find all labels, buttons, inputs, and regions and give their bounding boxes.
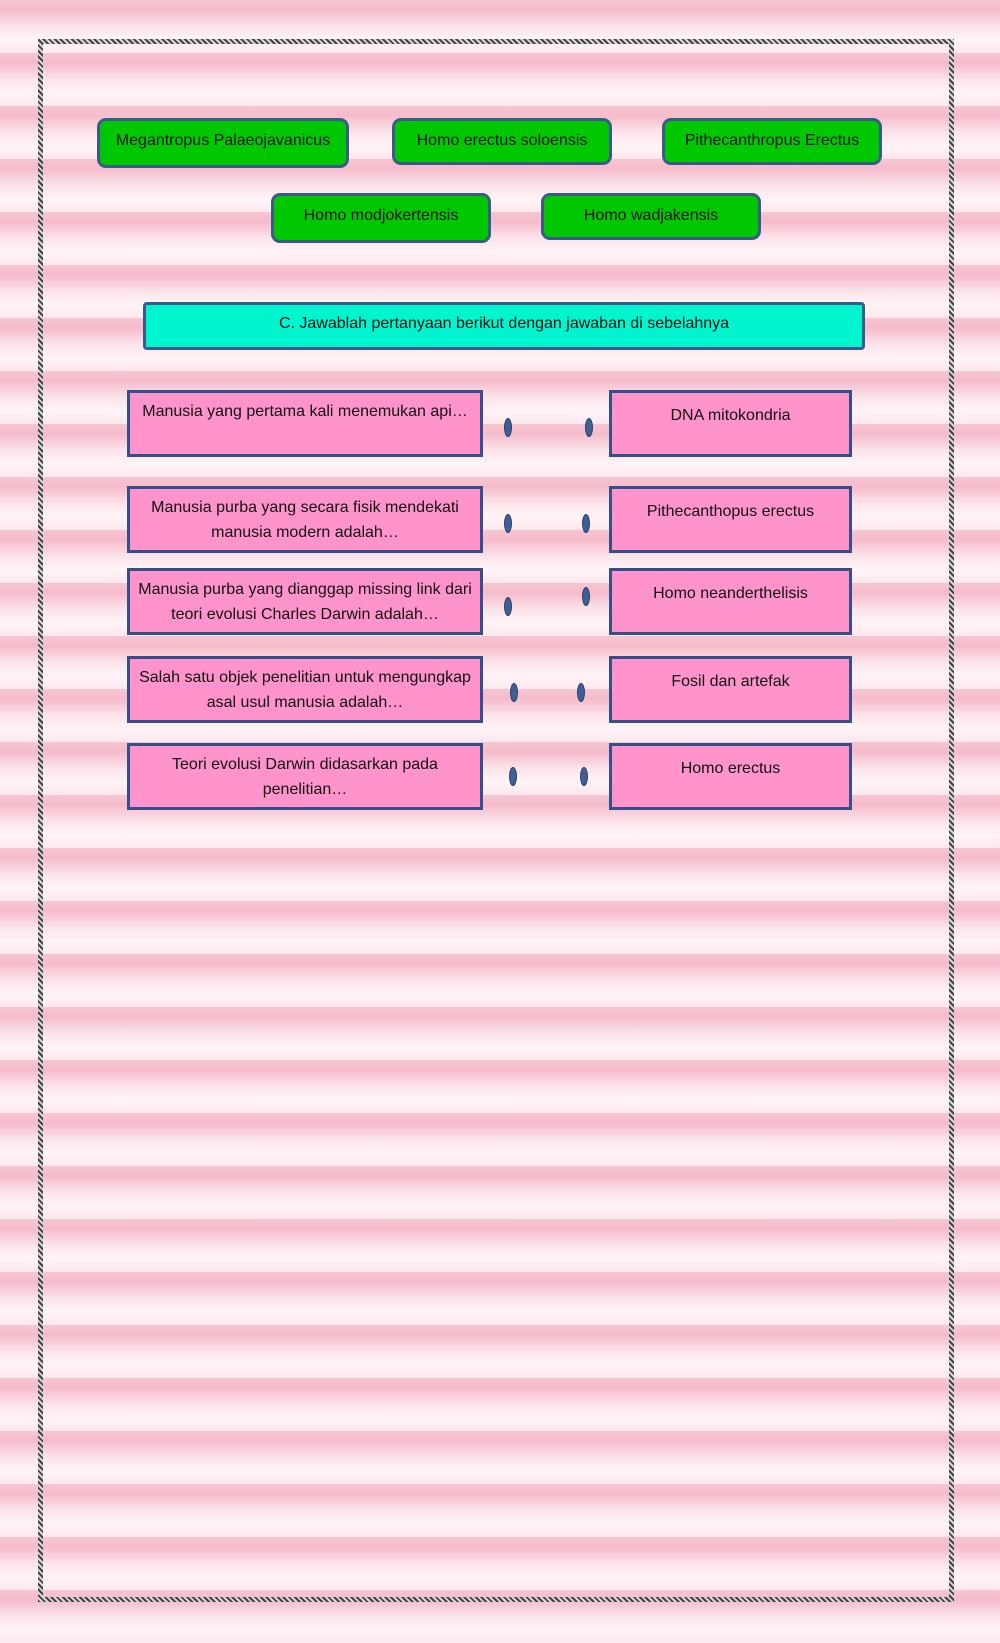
answer-1-connector[interactable] bbox=[585, 418, 593, 437]
question-4-connector[interactable] bbox=[510, 683, 518, 702]
option-homo-erectus-soloensis[interactable]: Homo erectus soloensis bbox=[392, 118, 612, 165]
instruction-banner: C. Jawablah pertanyaan berikut dengan ja… bbox=[143, 302, 865, 350]
question-2: Manusia purba yang secara fisik mendekat… bbox=[127, 486, 483, 553]
answer-1: DNA mitokondria bbox=[609, 390, 852, 457]
question-5-connector[interactable] bbox=[509, 767, 517, 786]
answer-2-connector[interactable] bbox=[582, 514, 590, 533]
page-border bbox=[38, 39, 954, 1602]
question-2-connector[interactable] bbox=[504, 514, 512, 533]
answer-3-connector[interactable] bbox=[582, 587, 590, 606]
answer-5: Homo erectus bbox=[609, 743, 852, 810]
answer-4-connector[interactable] bbox=[577, 683, 585, 702]
option-pithecanthropus-erectus[interactable]: Pithecanthropus Erectus bbox=[662, 118, 882, 165]
answer-3: Homo neanderthelisis bbox=[609, 568, 852, 635]
question-4: Salah satu objek penelitian untuk mengun… bbox=[127, 656, 483, 723]
option-megantropus[interactable]: Megantropus Palaeojavanicus bbox=[97, 118, 349, 168]
option-homo-wadjakensis[interactable]: Homo wadjakensis bbox=[541, 193, 761, 240]
question-1-connector[interactable] bbox=[504, 418, 512, 437]
question-5: Teori evolusi Darwin didasarkan pada pen… bbox=[127, 743, 483, 810]
question-3: Manusia purba yang dianggap missing link… bbox=[127, 568, 483, 635]
question-3-connector[interactable] bbox=[504, 597, 512, 616]
question-1: Manusia yang pertama kali menemukan api… bbox=[127, 390, 483, 457]
answer-5-connector[interactable] bbox=[580, 767, 588, 786]
answer-4: Fosil dan artefak bbox=[609, 656, 852, 723]
answer-2: Pithecanthopus erectus bbox=[609, 486, 852, 553]
option-homo-modjokertensis[interactable]: Homo modjokertensis bbox=[271, 193, 491, 243]
